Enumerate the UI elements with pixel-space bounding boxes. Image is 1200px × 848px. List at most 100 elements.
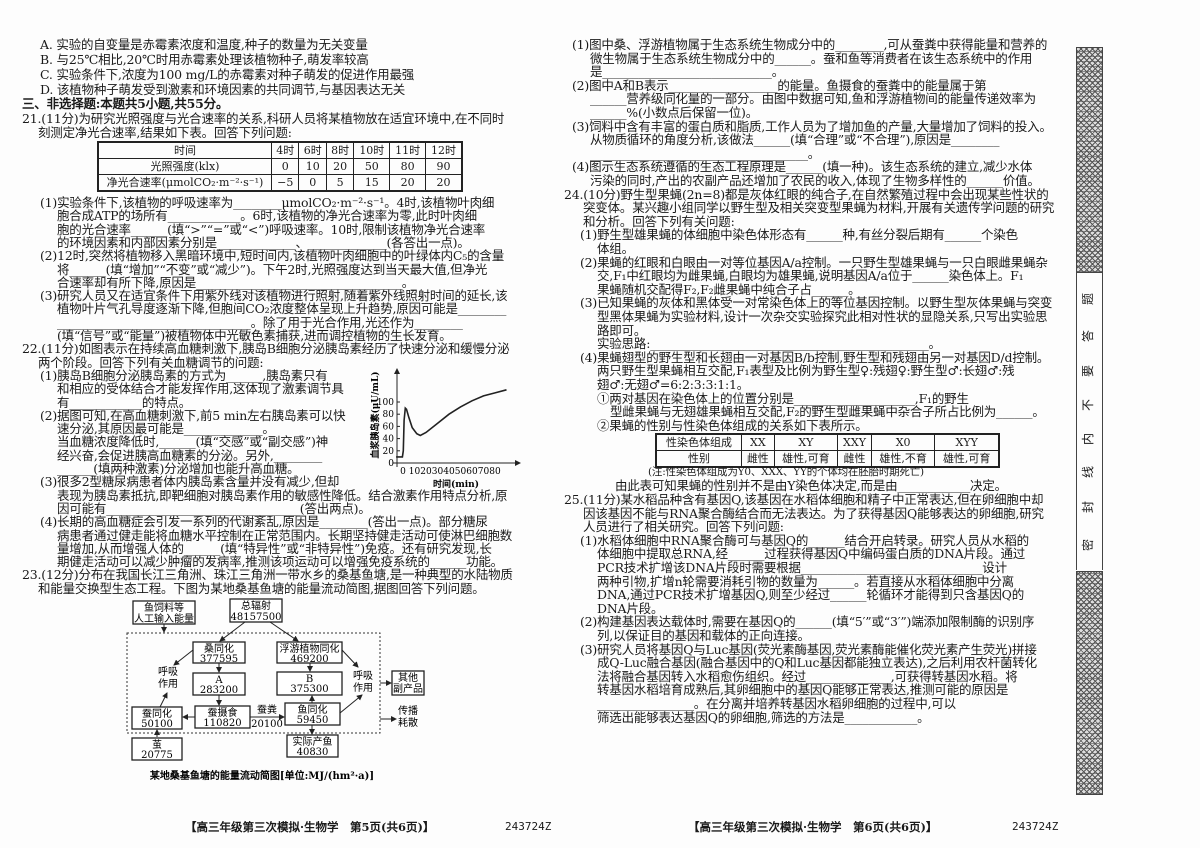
silkworm-feces-label: 蚕粪 20100 <box>251 703 283 730</box>
x-tick-label: 0 <box>400 467 406 477</box>
table-cell: XYY <box>934 433 1000 451</box>
text-line: D. 该植物种子萌发受到激素和环境因素的共同调节,与基因表达无关 <box>40 82 406 97</box>
y-tick-label: 0 <box>388 459 394 469</box>
text-line: 的环境因素和内部因素分别是_____________、_____________… <box>57 235 470 250</box>
box-value: 20775 <box>141 750 173 761</box>
text-line: 速分泌,其原因最可能是_____________。 <box>57 421 275 436</box>
table-header-row: 时间 4时 6时 8时 10时 11时 12时 <box>97 141 463 159</box>
text-line: 筛选出能够表达基因Q的卵细胞,筛选的方法是____________。 <box>597 710 930 725</box>
box-value: 50100 <box>141 719 173 730</box>
text-line: 是____________________________。 <box>590 64 785 79</box>
box-value: 110820 <box>203 718 241 729</box>
chart-y-label: 血浆胰岛素(μU/mL) <box>369 371 381 458</box>
text-line: 路即可。 <box>597 323 647 338</box>
x-tick-label: 40 <box>443 467 455 477</box>
table-cell: 20 <box>389 174 427 192</box>
text-line: (4)图示生态系统遵循的生态工程原理是______(填一种)。该生态系统的建立,… <box>572 159 1033 174</box>
respiration-left-label: 呼吸 作用 <box>158 666 178 690</box>
text-line: (2)12时,突然将植物移入黑暗环境中,短时间内,该植物叶肉细胞中的叶绿体内C₅… <box>40 248 505 263</box>
table-row: 净光合速率(μmolCO₂·m⁻²·s⁻¹) −5 0 5 15 20 20 <box>97 174 463 192</box>
text-line: ____________________________________。 <box>590 146 821 161</box>
table-note: (注:性染色体组成为Y0、XXX、YY的个体均在胚胎时期死亡) <box>648 466 924 478</box>
label: 耗散 <box>398 716 418 729</box>
table-cell: 5 <box>325 174 355 192</box>
label: 呼吸 <box>353 670 373 682</box>
table-cell: 雄性,可育 <box>773 450 839 468</box>
text-line: 因可能有________________________________(答出两… <box>57 501 371 516</box>
seal-line-char: 封 <box>1081 501 1095 514</box>
text-line: 经兴奋,会促进胰高血糖素的分泌。另外,________ <box>57 448 323 463</box>
text-line: 21.(11分)为研究光照强度与光合速率的关系,科研人员将某植物放在适宜环境中,… <box>22 111 505 126</box>
text-line: 法将融合基因转入水稻愈伤组织。经过______________,可获得转基因水稻… <box>597 669 1018 684</box>
label: 副产品 <box>393 682 423 695</box>
y-axis-arrow <box>394 368 400 374</box>
text-line: 体组。 <box>597 241 634 256</box>
box-value: 469200 <box>290 654 328 665</box>
label: 蚕粪 <box>257 703 277 716</box>
label: 作用 <box>158 678 178 690</box>
text-line: 和相应的受体结合才能发挥作用,这体现了激素调节具 <box>57 381 344 396</box>
text-line: 体细胞中提取总RNA,经______过程获得基因Q中编码蛋白质的DNA片段。通过 <box>597 546 1026 561</box>
text-line: 植物叶片气孔导度逐渐下降,但胞间CO₂浓度整体呈现上升趋势,原因可能是_____… <box>57 301 507 316</box>
table-cell: XXY <box>837 433 872 451</box>
box-label: B <box>306 674 313 685</box>
text-line: 25.(11分)某水稻品种含有基因Q,该基因在水稻体细胞和精子中正常表达,但在卵… <box>564 492 1044 507</box>
table-cell: 50 <box>353 158 391 175</box>
text-line: 合速率却有所下降,原因是____________________________… <box>57 275 415 290</box>
text-line: 和能量交换型生态工程。下图为某地桑基鱼塘的能量流动简图,据图回答下列问题。 <box>38 581 485 596</box>
table-cell: 性染色体组成 <box>655 433 742 451</box>
text-line: 量增加,从而增强人体的______(填“特异性”或“非特异性”)免疫。还有研究发… <box>57 541 492 556</box>
box-value: 377595 <box>200 654 238 665</box>
text-line: ______(填两种激素)分泌增加也能升高血糖。 <box>57 461 300 476</box>
text-line: PCR技术扩增该DNA片段时需要根据______________________… <box>597 560 1007 575</box>
table-cell: 6时 <box>298 141 327 159</box>
text-line: (3)研究人员将基因Q与Luc基因(荧光素酶基因,荧光素酶能催化荧光素产生荧光)… <box>580 642 1037 657</box>
table-cell: 10 <box>298 158 327 175</box>
feed-input-box: 鱼饲料等 人工输入能量 <box>132 600 196 625</box>
flow-arrow <box>339 694 363 714</box>
text-line: DNA,通过PCR技术扩增基因Q,则至少经过______轮循环才能得到只含基因Q… <box>597 587 1024 602</box>
table-cell: 20 <box>425 174 463 192</box>
seal-line-char: 要 <box>1081 365 1095 378</box>
text-line: (1)胰岛B细胞分泌胰岛素的方式为______,胰岛素只有 <box>40 368 328 383</box>
seal-line-char: 不 <box>1081 399 1095 412</box>
q21-light-table: 时间 4时 6时 8时 10时 11时 12时 光照强度(klx) 0 10 2… <box>97 141 463 192</box>
flow-arrow <box>219 621 246 642</box>
table-cell: 12时 <box>425 141 463 159</box>
page-5-footer: 【高三年级第三次模拟·生物学 第5页(共6页)】 <box>185 820 435 834</box>
y-tick-label: 60 <box>383 422 395 432</box>
text-line: (2)果蝇的红眼和白眼由一对等位基因A/a控制。一只野生型雄果蝇与一只白眼雌果蝇… <box>580 255 1048 270</box>
value: 20100 <box>251 719 283 730</box>
label: 呼吸 <box>158 666 178 678</box>
text-line: (1)水稻体细胞中RNA聚合酶可与基因Q的______结合开启转录。研究人员从水… <box>580 533 1029 548</box>
page-5-code: 243724Z <box>505 820 552 833</box>
box-label: 实际产鱼 <box>293 735 333 748</box>
page-6-code: 243724Z <box>1012 820 1059 833</box>
text-line: 突变体。某兴趣小组同学以野生型及相关突变型果蝇为材料,开展有关遗传学问题的研究 <box>583 200 1055 215</box>
text-line: ________________。在分离并培养转基因水稻卵细胞的过程中,可以 <box>597 696 956 711</box>
flow-arrow <box>269 621 299 642</box>
table-cell: 20 <box>325 158 355 175</box>
binding-text-strip <box>1076 272 1103 570</box>
text-line: 当血糖浓度降低时,______(填“交感”或“副交感”)神 <box>57 434 328 449</box>
text-line: 实验思路:___________________________________… <box>597 336 941 351</box>
text-line: 期健走活动可以减少肿瘤的发病率,推测该项运动可以增强免疫系统的______功能。 <box>57 554 503 569</box>
table-row: 光照强度(klx) 0 10 20 50 80 90 <box>97 158 463 175</box>
text-line: (2)图中A和B表示__________________的能量。鱼摄食的蚕粪中的… <box>572 78 987 93</box>
table-row: 性别 雌性 雄性,可育 雌性 雄性,不育 雄性,可育 <box>655 450 1000 468</box>
text-line: (填“信号”或“能量”)被植物体中光敏色素捕获,进而调控植物的生长发育。 <box>57 328 452 343</box>
table-cell: 10时 <box>353 141 391 159</box>
text-line: C. 实验条件下,浓度为100 mg/L的赤霉素对种子萌发的促进作用最强 <box>40 67 415 82</box>
flow-arrow <box>173 649 194 666</box>
box-label: 人工输入能量 <box>134 612 194 625</box>
sex-chromosome-table: 性染色体组成 XX XY XXY X0 XYY 性别 雌性 雄性,可育 雌性 雄… <box>655 433 1000 468</box>
diagram-caption: 某地桑基鱼塘的能量流动简图[单位:MJ/(hm²·a)] <box>150 769 374 782</box>
text-line: ______营养级同化量的一部分。由图中数据可知,鱼和浮游植物间的能量传递效率为 <box>590 91 1036 106</box>
table-cell: 15 <box>353 174 391 192</box>
